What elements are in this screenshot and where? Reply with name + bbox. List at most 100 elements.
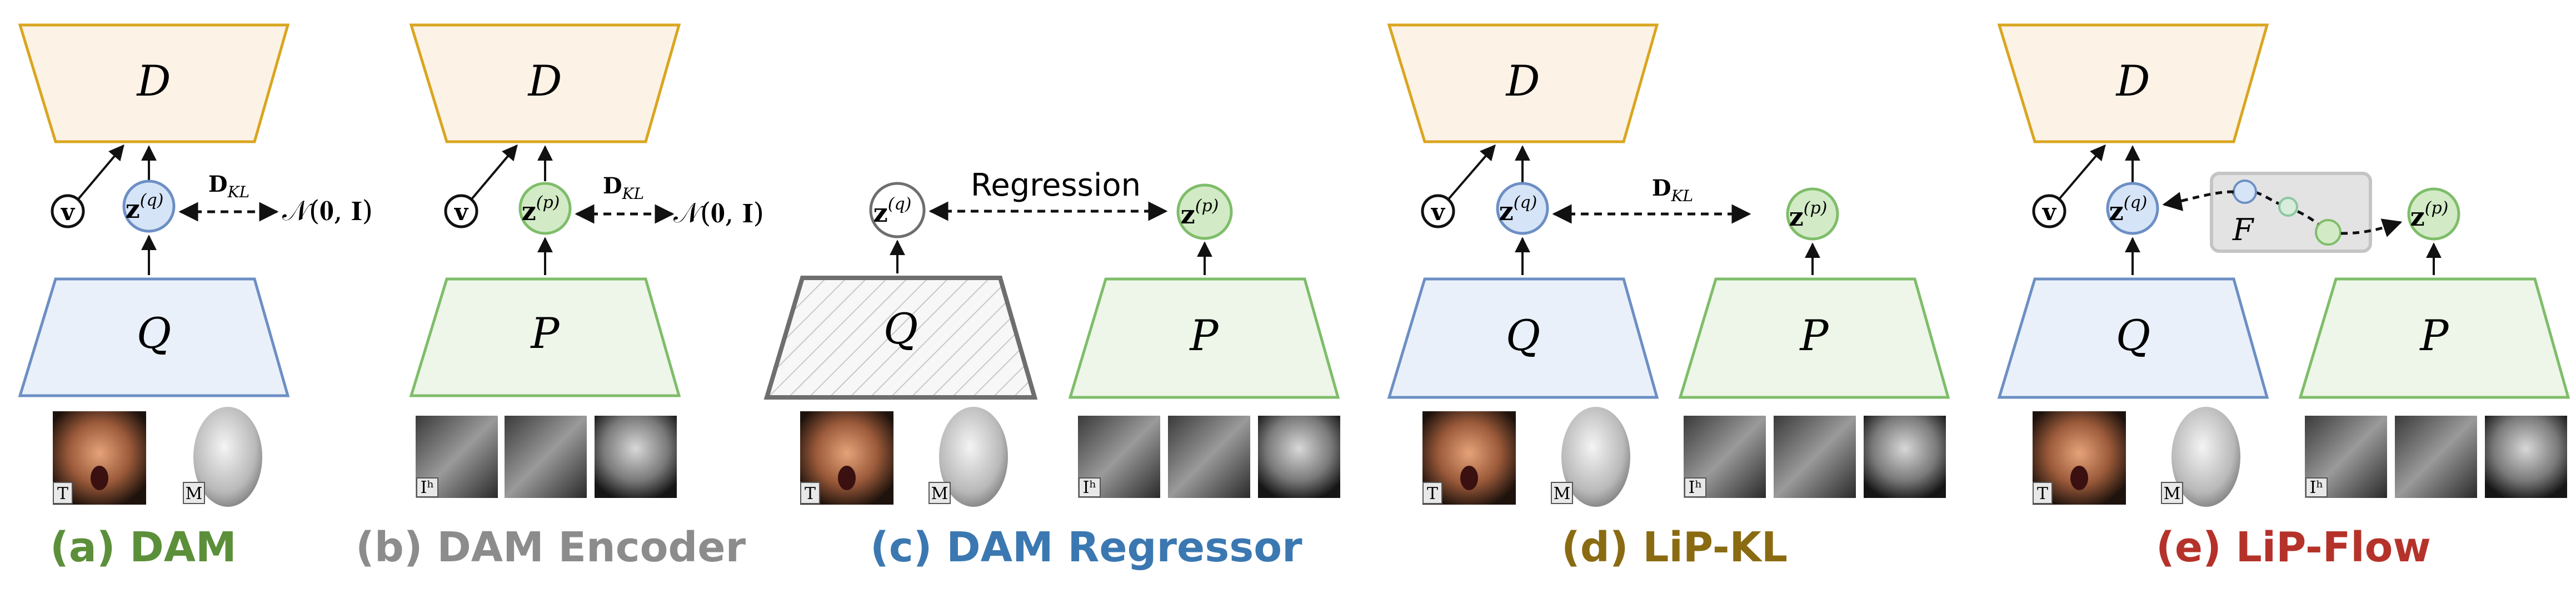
view-symbol: v <box>454 198 469 226</box>
decoder-trapezoid <box>1387 23 1659 143</box>
flow-node-1 <box>2233 180 2257 204</box>
latent-zq-label: z(q) <box>126 191 164 224</box>
headset-tag-box <box>416 477 438 497</box>
caption-e: (e) LiP-Flow <box>2156 524 2431 571</box>
frozen-encoder-q-trapezoid <box>763 276 1038 400</box>
encoder-q-symbol: Q <box>883 304 918 353</box>
texture-mouth <box>2070 466 2088 490</box>
view-node <box>51 194 85 228</box>
caption-d: (d) LiP-KL <box>1561 524 1788 571</box>
texture-mouth <box>838 466 856 490</box>
panel-c-dam-regressor: z(q) Regression z(p) Q P T M Iʰ (c) DAM … <box>763 167 1340 571</box>
normal-prior-label: 𝒩(𝟎, 𝐈) <box>673 197 764 229</box>
latent-zq-label: z(q) <box>873 195 912 228</box>
decoder-trapezoid <box>409 23 681 143</box>
view-to-decoder-arrow <box>77 144 124 200</box>
headset-eye-right-image <box>1168 416 1250 498</box>
latent-zp-label: z(p) <box>1181 196 1219 230</box>
headset-eye-right-image <box>505 416 587 498</box>
texture-mouth <box>91 466 108 490</box>
latent-zq-node <box>869 182 926 238</box>
latent-zq-node <box>1496 182 1549 235</box>
mesh-tag: M <box>931 484 948 504</box>
latent-zp-node <box>518 182 572 235</box>
encoder-q-trapezoid <box>18 277 290 397</box>
decoder-symbol: D <box>527 56 562 106</box>
encoder-p-symbol: P <box>1799 311 1829 360</box>
panel-a-dam: D v z(q) DKL 𝒩(𝟎, 𝐈) Q T M (a) DAM <box>18 23 373 571</box>
panel-b-dam-encoder: D v z(p) DKL 𝒩(𝟎, 𝐈) P Iʰ (b) DAM Encode… <box>356 23 764 571</box>
flow-node-3 <box>2315 219 2342 246</box>
latent-zq-label: z(q) <box>1499 193 1537 226</box>
encoder-q-symbol: Q <box>137 308 171 358</box>
kl-label: DKL <box>1652 175 1693 205</box>
view-symbol: v <box>1431 198 1446 226</box>
headset-tag: Iʰ <box>421 478 435 497</box>
texture-tag: T <box>2037 484 2048 504</box>
encoder-p-symbol: P <box>2419 311 2449 360</box>
view-symbol: v <box>2042 198 2057 226</box>
headset-eye-right-image <box>1774 416 1856 498</box>
caption-b: (b) DAM Encoder <box>356 524 746 571</box>
latent-zp-node <box>1176 183 1233 240</box>
encoder-p-trapezoid <box>409 277 681 397</box>
encoder-p-trapezoid <box>2298 277 2570 399</box>
mesh-tag-box <box>2161 482 2183 504</box>
texture-mouth <box>1460 466 1478 490</box>
view-symbol: v <box>61 198 76 226</box>
latent-zp-node <box>2407 187 2460 241</box>
mesh-image <box>939 407 1008 507</box>
latent-zp-label: z(p) <box>522 193 560 226</box>
headset-eye-right-image <box>2395 416 2477 498</box>
headset-tag-box <box>1079 477 1101 497</box>
flow-to-zq-arrow <box>2162 190 2234 211</box>
encoder-q-symbol: Q <box>1506 311 1540 360</box>
mesh-image <box>1561 407 1630 507</box>
encoder-p-symbol: P <box>1189 311 1219 360</box>
mesh-tag: M <box>186 484 203 504</box>
view-node <box>444 194 478 228</box>
texture-tag: T <box>1427 484 1438 504</box>
latent-zq-node <box>2106 182 2159 235</box>
texture-tag: T <box>805 484 816 504</box>
encoder-p-trapezoid <box>1068 277 1340 399</box>
mesh-image <box>2171 407 2240 507</box>
panel-e-lip-flow: D v z(q) F z(p) Q P T M Iʰ <box>1997 23 2570 571</box>
headset-mouth-image <box>595 416 677 498</box>
texture-tag-box <box>800 482 820 504</box>
headset-tag: Iʰ <box>1083 478 1097 497</box>
flow-symbol: F <box>2232 212 2255 247</box>
mesh-tag: M <box>2164 484 2181 504</box>
texture-tag-box <box>1422 482 1442 504</box>
decoder-symbol: D <box>1505 56 1540 106</box>
headset-tag: Iʰ <box>2310 478 2324 497</box>
mesh-tag-box <box>183 482 205 504</box>
view-node <box>2032 194 2066 228</box>
headset-tag-box <box>2305 477 2328 497</box>
latent-zq-node <box>122 180 176 233</box>
decoder-trapezoid <box>18 23 290 143</box>
mesh-tag-box <box>928 482 951 504</box>
headset-mouth-image <box>2485 416 2567 498</box>
view-to-decoder-arrow <box>471 144 518 200</box>
regression-label: Regression <box>971 167 1141 203</box>
caption-c: (c) DAM Regressor <box>870 524 1302 571</box>
encoder-q-symbol: Q <box>2116 311 2150 360</box>
latent-zp-label: z(p) <box>2410 198 2449 232</box>
encoder-p-trapezoid <box>1678 277 1950 399</box>
panel-d-lip-kl: D v z(q) DKL z(p) Q P T M Iʰ (d) LiP-KL <box>1387 23 1950 571</box>
encoder-p-symbol: P <box>530 308 560 358</box>
mesh-tag-box <box>1551 482 1573 504</box>
normal-prior-label: 𝒩(𝟎, 𝐈) <box>282 195 373 227</box>
caption-a: (a) DAM <box>50 524 237 571</box>
encoder-q-trapezoid <box>1997 277 2269 399</box>
kl-label: DKL <box>208 171 249 201</box>
view-node <box>1421 194 1455 228</box>
decoder-symbol: D <box>136 56 171 106</box>
decoder-symbol: D <box>2115 56 2150 106</box>
headset-mouth-image <box>1864 416 1946 498</box>
mesh-tag: M <box>1554 484 1571 504</box>
headset-tag-box <box>1684 477 1706 497</box>
encoder-q-trapezoid <box>1387 277 1659 399</box>
